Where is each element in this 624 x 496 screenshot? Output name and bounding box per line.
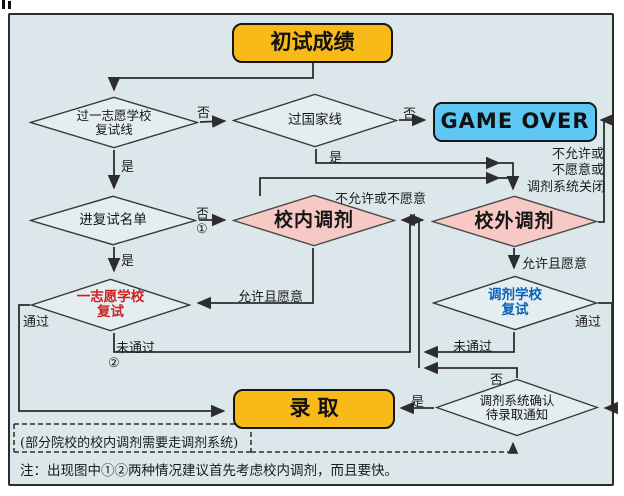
edge-label-pass: 通过 [575, 315, 602, 330]
diamond-shape [29, 96, 199, 149]
decision-shortlist: 进复试名单 [29, 195, 197, 246]
decision-adjust-school-retest-text2: 复试 [501, 302, 529, 318]
diamond-shape [232, 194, 396, 247]
decision-system-confirm-text1: 调剂系统确认 [479, 392, 555, 408]
diamond-shape [30, 278, 191, 332]
bottom-note: 注：出现图中①②两种情况建议首先考虑校内调剂，而且要快。 [20, 463, 398, 479]
decision-internal-adjust: 校内调剂 [232, 194, 396, 247]
edge-label-allowed-willing: 允许且愿意 [522, 257, 588, 272]
edge-label-fail: 未通过 [453, 340, 493, 355]
node-game-over: GAME OVER [433, 102, 597, 142]
decision-first-choice-retest-text2: 复试 [97, 304, 124, 320]
edge-label-circled-2: ② [108, 356, 120, 371]
edge-label-yes: 是 [411, 395, 425, 410]
edge-label-allowed-willing: 允许且愿意 [238, 290, 304, 305]
corner-artifact [8, 1, 11, 9]
edge-label-go-reason-1: 不允许或 [552, 147, 605, 162]
diamond-shape [431, 195, 598, 248]
diamond-shape [232, 93, 398, 148]
edge-label-fail: 未通过 [116, 341, 156, 356]
node-admitted-label: 录取 [289, 396, 346, 421]
edge-label-no: 否 [197, 106, 211, 121]
edge-label-not-allowed-or-unwilling: 不允许或不愿意 [335, 192, 427, 207]
decision-adjust-school-retest: 调剂学校 复试 [432, 275, 598, 331]
edge-label-pass: 通过 [23, 315, 50, 330]
decision-first-choice-retest-text1: 一志愿学校 [76, 288, 145, 305]
decision-external-adjust-text: 校外调剂 [474, 209, 555, 232]
edge-label-yes: 是 [121, 160, 135, 175]
decision-internal-adjust-text: 校内调剂 [273, 208, 354, 231]
edge-label-no: 否 [196, 207, 210, 222]
dashed-note: (部分院校的校内调剂需要走调剂系统) [20, 436, 239, 451]
edge-label-circled-1: ① [196, 222, 208, 237]
node-game-over-label: GAME OVER [440, 109, 590, 134]
diamond-shape [29, 195, 197, 246]
edge-label-no: 否 [403, 107, 417, 122]
corner-artifact [2, 0, 5, 9]
decision-system-confirm: 调剂系统确认 待录取通知 [435, 378, 599, 437]
decision-first-choice-line-text2: 复试线 [95, 121, 133, 137]
decision-external-adjust: 校外调剂 [431, 195, 598, 248]
decision-national-line: 过国家线 [232, 93, 398, 148]
decision-first-choice-line-text1: 过一志愿学校 [76, 107, 152, 123]
node-start-label: 初试成绩 [270, 30, 355, 55]
decision-first-choice-line: 过一志愿学校 复试线 [29, 96, 199, 149]
edge-label-yes: 是 [121, 254, 135, 269]
node-admitted: 录取 [233, 389, 395, 429]
decision-national-line-text: 过国家线 [288, 111, 342, 128]
edge-label-no: 否 [490, 373, 504, 388]
decision-first-choice-retest: 一志愿学校 复试 [30, 278, 191, 332]
decision-system-confirm-text2: 待录取通知 [485, 406, 549, 422]
diamond-shape [432, 275, 598, 331]
diamond-shape [435, 378, 599, 437]
edge-label-go-reason-2: 不愿意或 [552, 163, 605, 178]
decision-adjust-school-retest-text1: 调剂学校 [488, 286, 542, 303]
edge-label-yes: 是 [329, 151, 343, 166]
decision-shortlist-text: 进复试名单 [79, 211, 147, 228]
edge-label-go-reason-3: 调剂系统关闭 [527, 180, 606, 195]
node-start: 初试成绩 [232, 23, 393, 63]
